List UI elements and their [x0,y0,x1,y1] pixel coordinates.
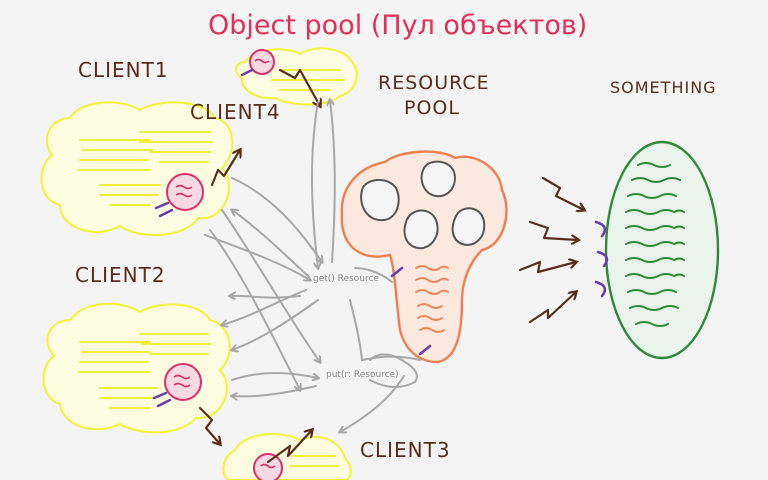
client3-cloud [222,433,352,480]
diagram-title: Object pool (Пул объектов) [208,10,588,41]
client2-label: CLIENT2 [75,263,166,287]
grey-flow-arrows [204,100,421,432]
resource-pool-shape [340,150,508,364]
something-label: SOMETHING [610,78,717,97]
client4-label: CLIENT4 [190,100,281,124]
client2-cloud [42,302,231,434]
put-method-label: put(r: Resource) [326,370,399,380]
resource-pool-label-line2: POOL [404,97,460,119]
client2-resource [152,363,202,408]
resource-pool-label-line1: RESOURCE [378,72,490,94]
client1-resource [154,173,204,218]
get-method-label: get() Resource [313,274,379,284]
something-shape [594,140,720,360]
client1-label: CLIENT1 [78,58,169,82]
lightning-arrows [198,68,584,464]
client3-label: CLIENT3 [360,438,451,462]
